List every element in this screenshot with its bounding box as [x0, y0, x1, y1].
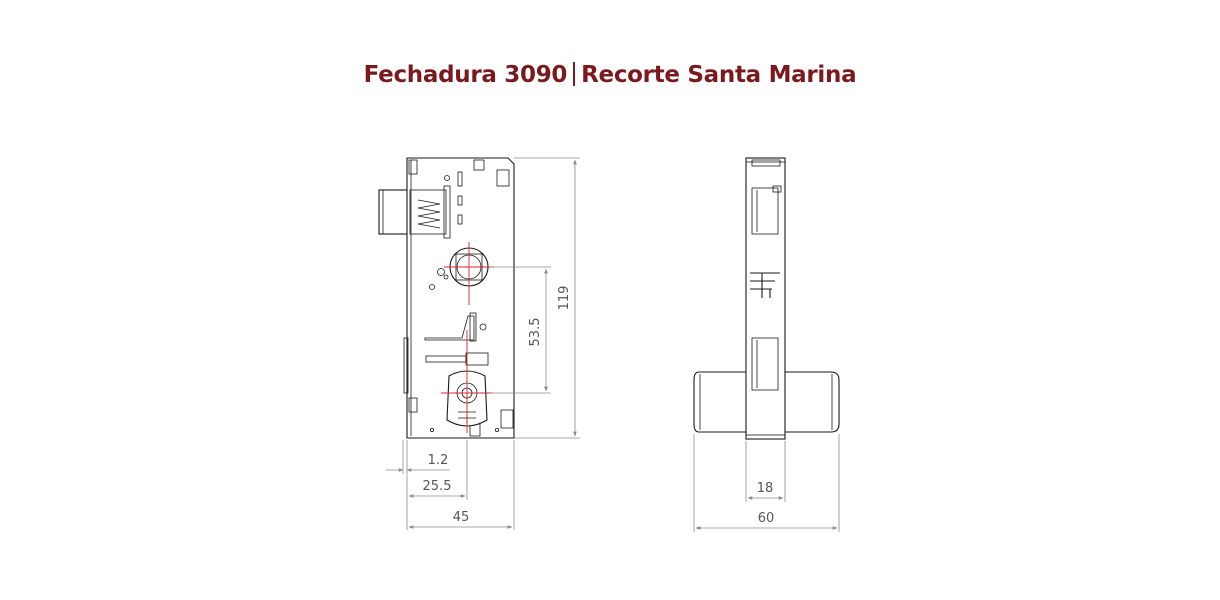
side-view — [693, 157, 840, 440]
dim-width-side: 18 — [757, 481, 774, 496]
dim-center-distance: 25.5 — [423, 479, 452, 494]
deadbolt-opening — [751, 337, 779, 391]
latch-bolt — [378, 189, 410, 235]
dim-cylinder-length: 60 — [758, 511, 775, 526]
brand-logo-icon — [750, 272, 780, 298]
title-subtitle: Recorte Santa Marina — [581, 62, 857, 88]
latch-opening — [751, 187, 779, 235]
title-separator — [573, 62, 576, 86]
latch-spring-housing — [409, 189, 447, 235]
lock-body — [406, 157, 515, 439]
side-dimensions: 18 60 — [693, 434, 840, 532]
dim-depth: 45 — [453, 510, 470, 525]
dim-offset-small: 1.2 — [428, 453, 449, 468]
dim-height-total: 119 — [557, 286, 572, 311]
dim-backset: 53.5 — [528, 318, 543, 347]
page-title: Fechadura 3090 Recorte Santa Marina — [0, 62, 1220, 88]
front-dimensions: 119 53.5 1.2 25.5 45 — [386, 157, 580, 530]
title-model: Fechadura 3090 — [363, 62, 568, 88]
front-view — [378, 157, 515, 439]
lock-lever — [424, 315, 475, 341]
